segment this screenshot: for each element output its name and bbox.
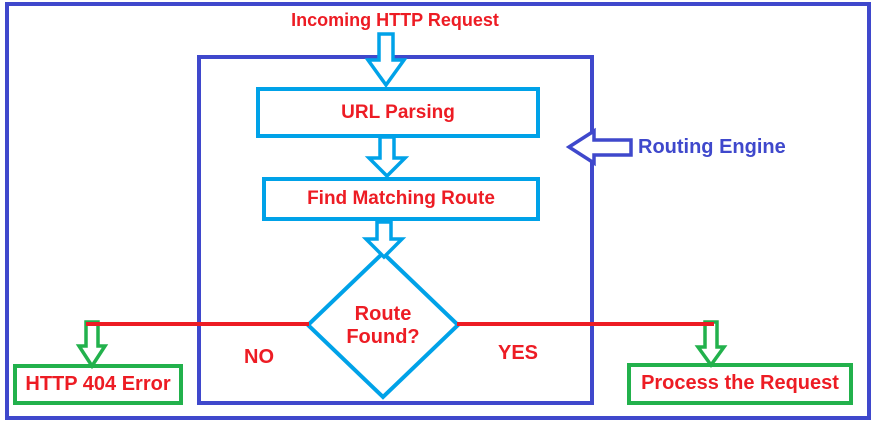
decision-diamond xyxy=(305,250,461,400)
routing-engine-frame xyxy=(197,55,594,405)
decision-line2: Found? xyxy=(346,326,420,348)
url-parsing-label: URL Parsing xyxy=(341,101,455,123)
left-arrow-icon-routing-engine xyxy=(565,127,633,167)
down-arrow-icon-yes xyxy=(694,320,728,368)
diagram-title: Incoming HTTP Request xyxy=(291,9,499,30)
down-arrow-icon-no xyxy=(75,320,109,370)
down-arrow-icon-top xyxy=(364,32,408,88)
http-404-label: HTTP 404 Error xyxy=(25,373,171,395)
down-arrow-icon-mid xyxy=(364,135,410,179)
outer-frame xyxy=(5,2,871,420)
down-arrow-icon-to-diamond xyxy=(361,220,407,260)
process-request-box xyxy=(627,363,853,405)
find-route-label: Find Matching Route xyxy=(307,188,495,209)
routing-engine-label: Routing Engine xyxy=(638,135,786,158)
url-parsing-box xyxy=(256,87,540,138)
no-label: NO xyxy=(244,345,274,368)
decision-label: Route Found? xyxy=(323,296,443,356)
yes-label: YES xyxy=(497,341,539,364)
http-404-box xyxy=(13,364,183,405)
process-request-label: Process the Request xyxy=(641,372,839,394)
find-route-box xyxy=(262,177,540,221)
decision-line1: Route xyxy=(354,303,412,325)
